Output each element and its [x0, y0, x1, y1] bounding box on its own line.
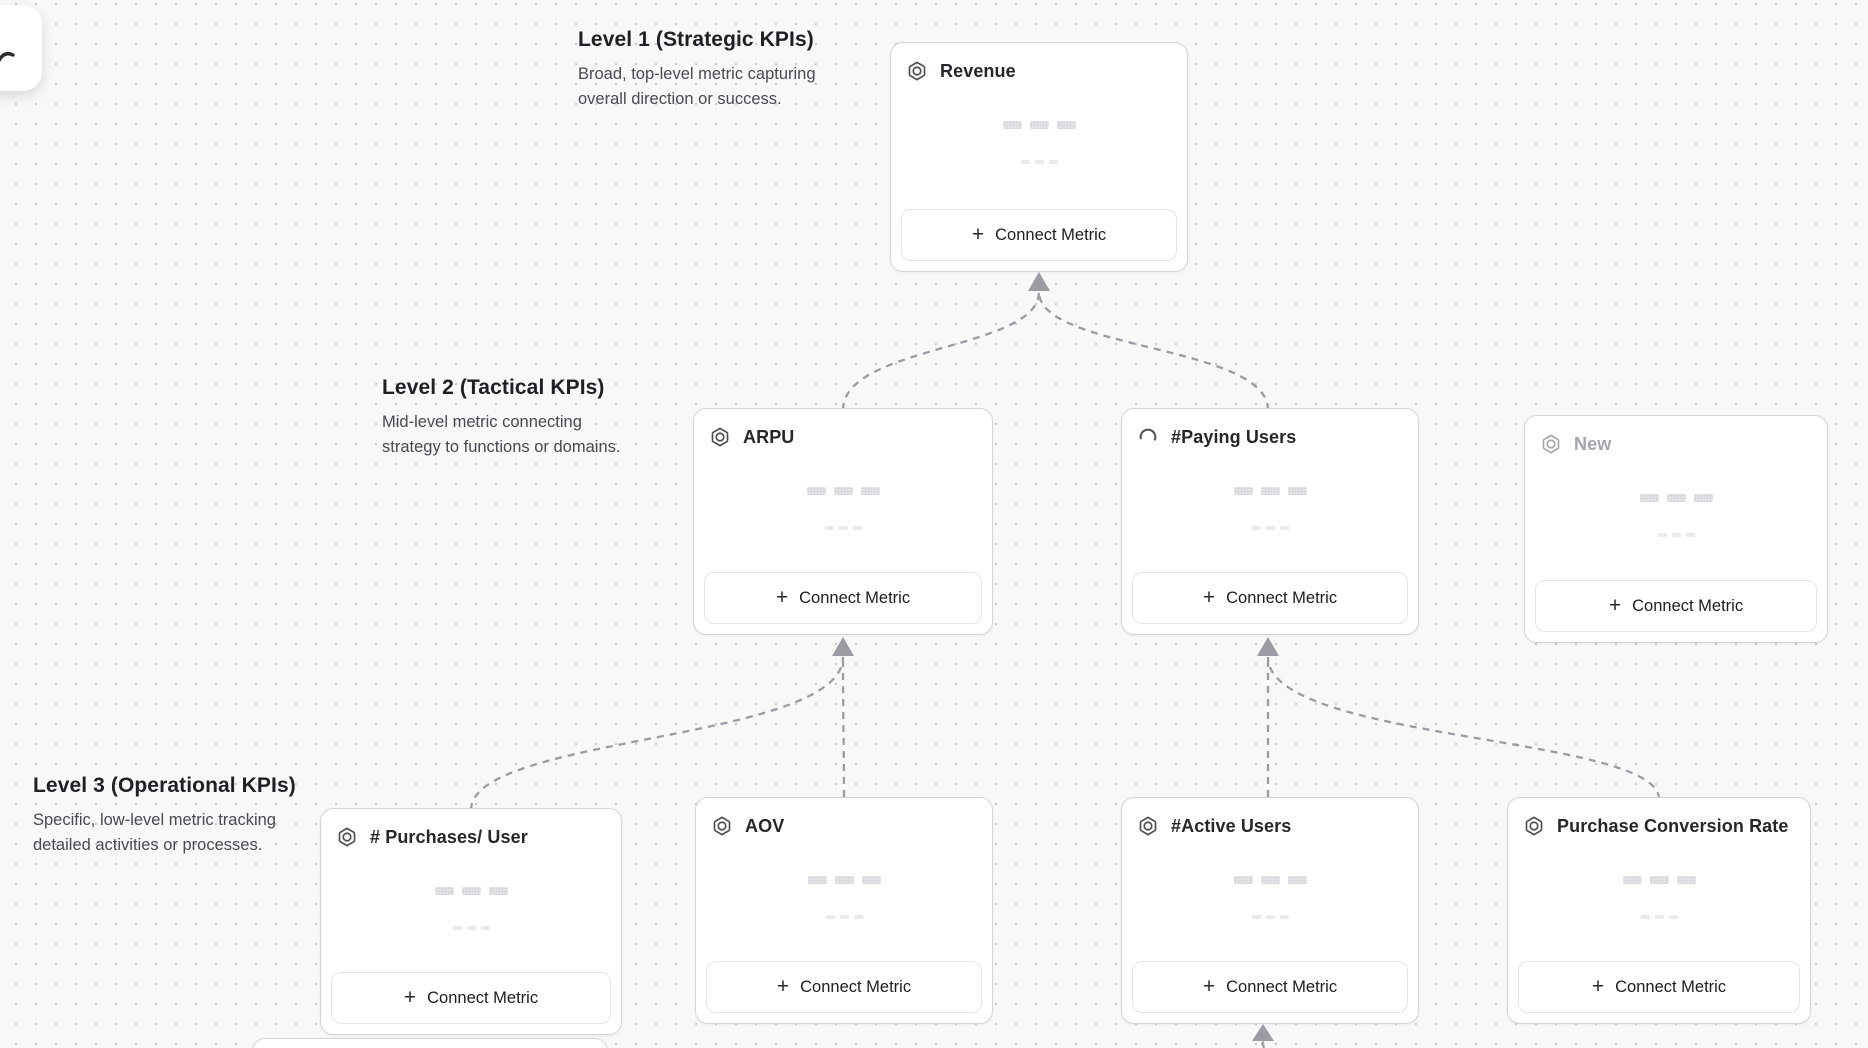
- arrowhead-into-payingusers: [1257, 637, 1279, 656]
- plus-icon: +: [1591, 974, 1605, 998]
- card-title: #Active Users: [1171, 815, 1292, 836]
- metric-placeholder-skeleton: [1122, 409, 1418, 634]
- card-header: #Paying Users: [1122, 409, 1418, 448]
- loading-spinner-icon: [1137, 426, 1159, 448]
- cursor-tool-icon: [0, 52, 15, 62]
- metric-placeholder-skeleton: [1508, 798, 1810, 1023]
- kpi-card-purchases-per-user[interactable]: # Purchases/ User + Connect Metric: [320, 808, 622, 1035]
- connect-metric-label: Connect Metric: [800, 977, 912, 996]
- metric-placeholder-skeleton: [1122, 798, 1418, 1023]
- card-header: Purchase Conversion Rate: [1508, 798, 1810, 837]
- edge-purchases-to-arpu: [469, 656, 845, 811]
- level-3-description: Specific, low-level metric tracking deta…: [33, 811, 276, 854]
- plus-icon: +: [776, 974, 790, 998]
- hexagon-metric-icon: [1137, 815, 1159, 837]
- kpi-card-active-users[interactable]: #Active Users + Connect Metric: [1121, 797, 1419, 1024]
- connect-metric-label: Connect Metric: [427, 988, 539, 1007]
- hexagon-metric-icon: [711, 815, 733, 837]
- level-2-label: Level 2 (Tactical KPIs) Mid-level metric…: [382, 376, 632, 460]
- edge-payingusers-to-revenue: [1037, 291, 1270, 411]
- metric-placeholder-skeleton: [891, 43, 1187, 271]
- arrowhead-into-activeusers: [1252, 1024, 1274, 1041]
- kpi-card-aov[interactable]: AOV + Connect Metric: [695, 797, 993, 1024]
- kpi-card-new[interactable]: New + Connect Metric: [1524, 415, 1828, 643]
- card-title: AOV: [745, 815, 785, 836]
- metric-placeholder-skeleton: [696, 798, 992, 1023]
- hexagon-metric-icon: [906, 60, 928, 82]
- plus-icon: +: [1608, 593, 1622, 617]
- kpi-card-revenue[interactable]: Revenue + Connect Metric: [890, 42, 1188, 272]
- connect-metric-label: Connect Metric: [1226, 977, 1338, 996]
- card-header: #Active Users: [1122, 798, 1418, 837]
- connect-metric-button[interactable]: + Connect Metric: [704, 572, 982, 624]
- plus-icon: +: [971, 222, 985, 246]
- connect-metric-button[interactable]: + Connect Metric: [331, 972, 611, 1024]
- level-2-description: Mid-level metric connecting strategy to …: [382, 413, 621, 456]
- edge-pcr-to-payingusers: [1266, 656, 1661, 800]
- connect-metric-button[interactable]: + Connect Metric: [1132, 961, 1408, 1013]
- card-header: New: [1525, 416, 1827, 455]
- metric-placeholder-skeleton: [694, 409, 992, 634]
- connect-metric-button[interactable]: + Connect Metric: [901, 209, 1177, 261]
- kpi-card-purchase-conversion-rate[interactable]: Purchase Conversion Rate + Connect Metri…: [1507, 797, 1811, 1024]
- connect-metric-button[interactable]: + Connect Metric: [706, 961, 982, 1013]
- level-1-description: Broad, top-level metric capturing overal…: [578, 65, 816, 108]
- card-header: AOV: [696, 798, 992, 837]
- card-header: Revenue: [891, 43, 1187, 82]
- canvas-tool-button[interactable]: [0, 5, 42, 91]
- card-title: Purchase Conversion Rate: [1557, 815, 1789, 836]
- kpi-card-arpu[interactable]: ARPU + Connect Metric: [693, 408, 993, 635]
- connect-metric-label: Connect Metric: [799, 588, 911, 607]
- kpi-card-paying-users[interactable]: #Paying Users + Connect Metric: [1121, 408, 1419, 635]
- level-2-title: Level 2 (Tactical KPIs): [382, 376, 605, 399]
- connect-metric-button[interactable]: + Connect Metric: [1132, 572, 1408, 624]
- level-1-title: Level 1 (Strategic KPIs): [578, 28, 814, 51]
- connect-metric-button[interactable]: + Connect Metric: [1535, 580, 1817, 632]
- plus-icon: +: [403, 985, 417, 1009]
- metric-placeholder-skeleton: [321, 809, 621, 1034]
- plus-icon: +: [1202, 974, 1216, 998]
- hexagon-metric-icon: [336, 826, 358, 848]
- metric-placeholder-skeleton: [1525, 416, 1827, 642]
- level-3-label: Level 3 (Operational KPIs) Specific, low…: [33, 774, 313, 858]
- card-title: ARPU: [743, 426, 795, 447]
- card-header: ARPU: [694, 409, 992, 448]
- edge-arpu-to-revenue: [841, 291, 1041, 411]
- card-header: # Purchases/ User: [321, 809, 621, 848]
- edge-offscreen-to-activeusers: [1261, 1041, 1265, 1048]
- kpi-card-offscreen-bottom[interactable]: [252, 1038, 608, 1048]
- edge-aov-to-arpu: [841, 656, 846, 798]
- level-3-title: Level 3 (Operational KPIs): [33, 774, 296, 797]
- plus-icon: +: [775, 585, 789, 609]
- level-1-label: Level 1 (Strategic KPIs) Broad, top-leve…: [578, 28, 838, 112]
- connect-metric-label: Connect Metric: [1615, 977, 1727, 996]
- card-title: New: [1574, 433, 1612, 454]
- connect-metric-label: Connect Metric: [995, 225, 1107, 244]
- plus-icon: +: [1202, 585, 1216, 609]
- connect-metric-button[interactable]: + Connect Metric: [1518, 961, 1800, 1013]
- hexagon-metric-icon: [1523, 815, 1545, 837]
- connect-metric-label: Connect Metric: [1226, 588, 1338, 607]
- connect-metric-label: Connect Metric: [1632, 596, 1744, 615]
- card-title: #Paying Users: [1171, 426, 1297, 447]
- card-title: # Purchases/ User: [370, 826, 528, 847]
- arrowhead-into-arpu: [832, 637, 854, 656]
- card-title: Revenue: [940, 60, 1016, 81]
- hexagon-metric-icon: [1540, 433, 1562, 455]
- hexagon-metric-icon: [709, 426, 731, 448]
- arrowhead-into-revenue: [1028, 272, 1050, 291]
